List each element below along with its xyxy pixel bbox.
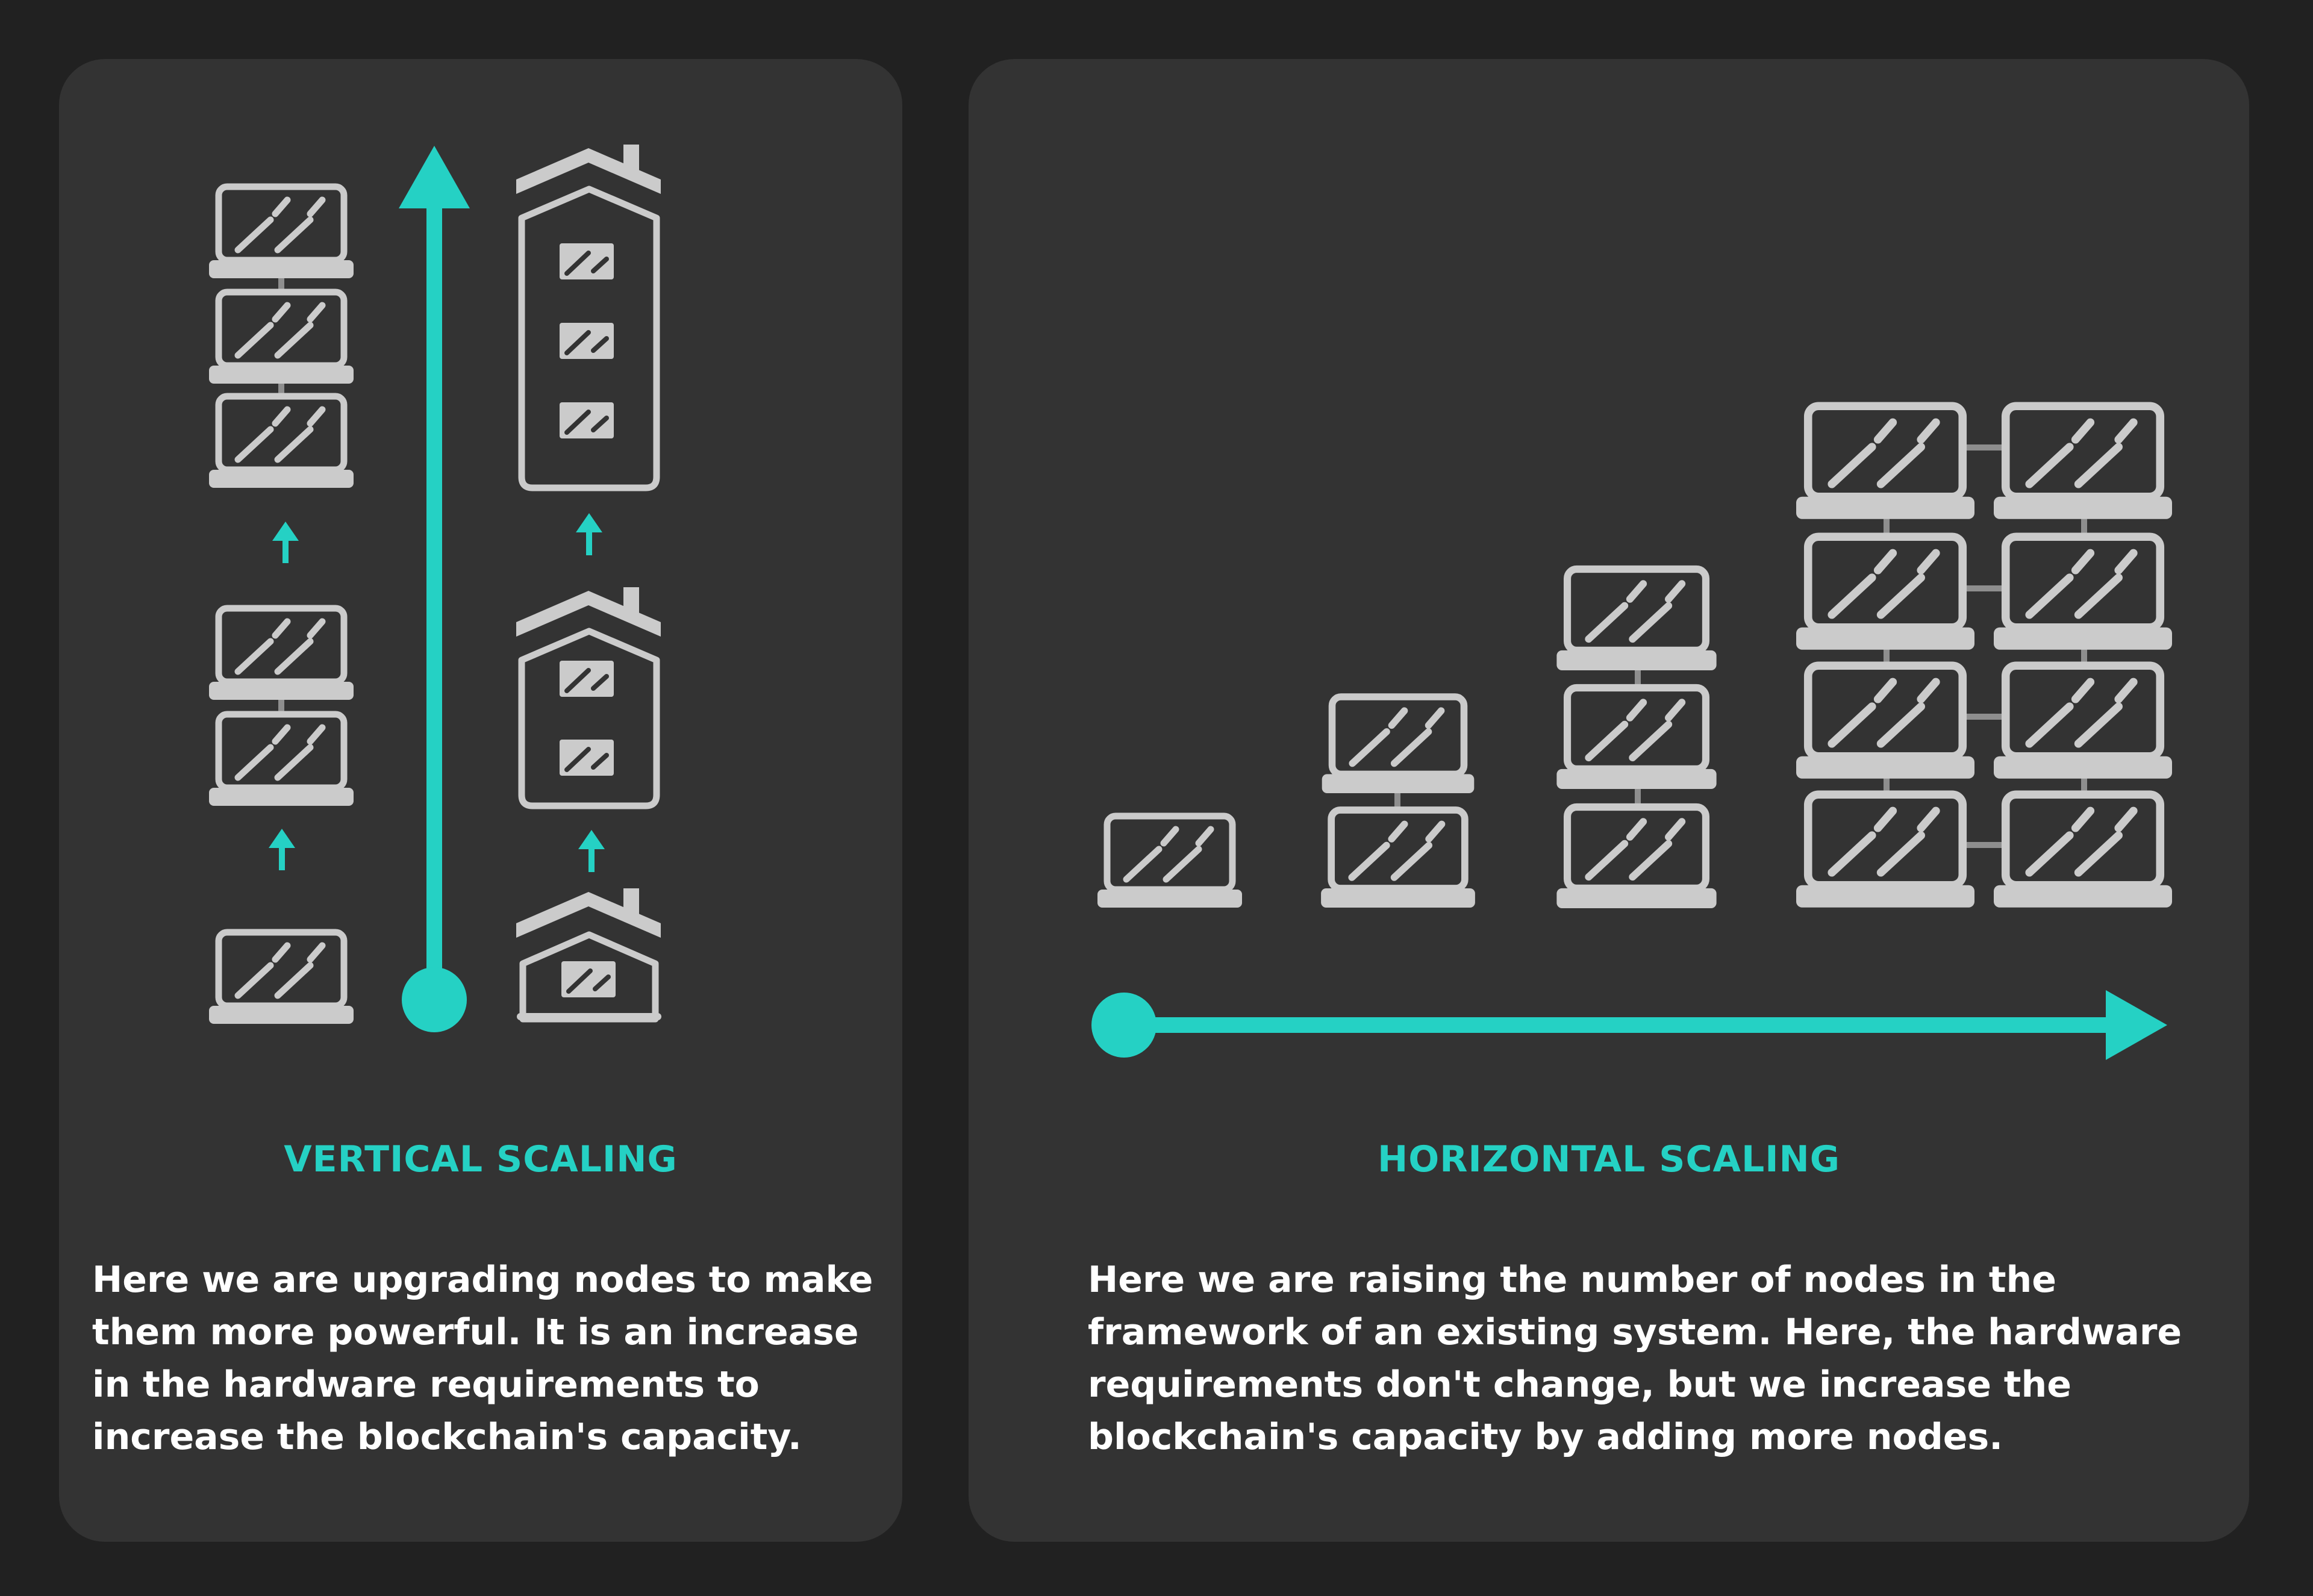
arrow-origin-dot [402,967,467,1032]
laptop-icon [1556,688,1716,789]
building-medium [516,587,661,809]
window-icon [560,661,614,697]
vertical-scaling-description: Here we are upgrading nodes to make them… [92,1259,873,1458]
arrow-up-icon [578,830,605,872]
arrow-up-icon [576,513,602,555]
window-icon [561,961,616,997]
laptop-icon [1994,537,2172,649]
laptop-icon [1556,569,1716,670]
horizontal-scaling-description: Here we are raising the number of nodes … [1088,1259,2182,1458]
building-large [516,145,661,491]
laptop-stack-small [209,932,354,1024]
arrow-up-icon [272,522,299,563]
laptop-icon [1994,406,2172,519]
laptop-icon [209,187,354,278]
arrow-origin-dot [1091,993,1156,1058]
laptop-icon [1994,666,2172,778]
laptop-icon [209,714,354,806]
arrow-head-icon [2106,990,2167,1060]
horizontal-scaling-title: HORIZONTAL SCALING [1378,1138,1840,1180]
roof-icon [516,888,661,938]
window-icon [560,402,614,438]
laptop-icon [209,292,354,384]
laptop-icon [1796,406,1974,519]
laptop-icon [1097,816,1242,908]
laptop-stack-medium [209,608,354,806]
node-group-4 [1796,406,2172,907]
laptop-stack-large [209,187,354,488]
horizontal-growth-arrow [1091,990,2167,1060]
arrow-head-icon [399,146,470,208]
connector-line [1635,669,1641,690]
window-icon [560,740,614,776]
node-group-1 [1097,816,1242,908]
node-group-2 [1321,697,1475,908]
connector-line [1635,786,1641,810]
window-icon [560,323,614,359]
laptop-icon [1994,794,2172,907]
laptop-icon [209,396,354,488]
laptop-icon [1322,697,1475,793]
node-group-3 [1556,569,1716,908]
laptop-icon [1321,810,1475,908]
laptop-icon [209,608,354,700]
vertical-growth-arrow [399,146,470,1032]
building-small [516,888,661,1023]
laptop-icon [1796,794,1974,907]
vertical-scaling-panel [59,59,902,1542]
connector-line [1394,783,1400,813]
arrow-up-icon [269,829,295,870]
window-icon [560,243,614,279]
laptop-icon [1796,537,1974,649]
laptop-icon [1556,807,1716,908]
laptop-icon [1796,666,1974,778]
laptop-icon [209,932,354,1024]
vertical-scaling-title: VERTICAL SCALING [284,1138,678,1180]
